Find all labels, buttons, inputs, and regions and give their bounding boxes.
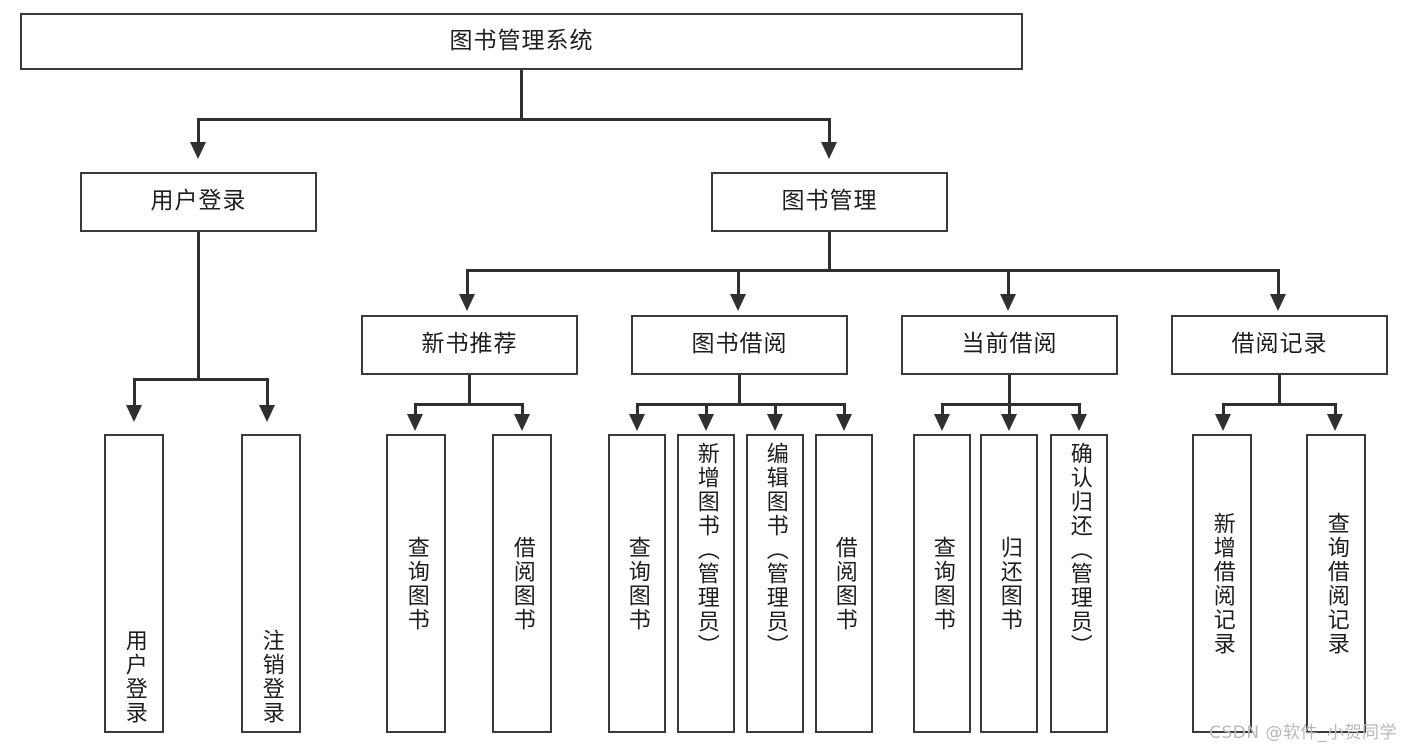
leaf-query-book-2[interactable]: 查询图书 <box>608 434 666 733</box>
connector-drop-leaf-add-book <box>705 403 708 419</box>
node-label: 确认归还（管理员） <box>1066 442 1092 658</box>
node-label: 借阅图书 <box>509 535 535 632</box>
connector-drop-leaf-query-book-3 <box>941 403 944 419</box>
connector-drop-leaf-borrow-book-2 <box>843 403 846 419</box>
node-current-borrow[interactable]: 当前借阅 <box>901 315 1118 375</box>
arrowhead-leaf-logout <box>259 405 275 422</box>
arrowhead-leaf-return-book <box>1001 414 1017 431</box>
arrowhead-leaf-add-record <box>1215 414 1231 431</box>
node-book-borrow[interactable]: 图书借阅 <box>631 315 848 375</box>
arrowhead-leaf-query-record <box>1327 414 1343 431</box>
node-label: 查询图书 <box>929 535 955 632</box>
arrowhead-leaf-edit-book <box>767 414 783 431</box>
connector-borrow-record-leaf-bus <box>1222 403 1337 406</box>
connector-level3-bus <box>466 269 1278 272</box>
node-borrow-record[interactable]: 借阅记录 <box>1171 315 1388 375</box>
leaf-add-record[interactable]: 新增借阅记录 <box>1192 434 1252 733</box>
node-label: 图书借阅 <box>691 331 788 358</box>
node-label: 新增图书（管理员） <box>693 442 719 658</box>
connector-drop-leaf-query-record <box>1334 403 1337 419</box>
leaf-query-record[interactable]: 查询借阅记录 <box>1306 434 1366 733</box>
arrowhead-leaf-query-book-2 <box>629 414 645 431</box>
connector-level2-bus <box>197 118 831 121</box>
leaf-query-book-1[interactable]: 查询图书 <box>386 434 446 733</box>
leaf-add-book[interactable]: 新增图书（管理员） <box>677 434 735 733</box>
leaf-logout[interactable]: 注销登录 <box>241 434 301 733</box>
arrowhead-new-book-recommend <box>459 294 475 311</box>
arrowhead-book-management <box>821 142 837 159</box>
arrowhead-leaf-query-book-1 <box>407 414 423 431</box>
node-label: 当前借阅 <box>961 331 1058 358</box>
leaf-return-book[interactable]: 归还图书 <box>980 434 1038 733</box>
arrowhead-current-borrow <box>1000 294 1016 311</box>
connector-new-book-recommend-stem <box>468 375 471 405</box>
connector-drop-leaf-logout <box>266 378 269 408</box>
connector-drop-leaf-confirm-return <box>1078 403 1081 419</box>
connector-book-management-stem <box>828 232 831 272</box>
arrowhead-leaf-query-book-3 <box>934 414 950 431</box>
connector-drop-current-borrow <box>1007 269 1010 297</box>
connector-current-borrow-stem <box>1008 375 1011 405</box>
connector-drop-leaf-user-login <box>133 378 136 408</box>
node-label: 归还图书 <box>996 535 1022 632</box>
connector-drop-book-borrow <box>737 269 740 297</box>
node-new-book-recommend[interactable]: 新书推荐 <box>361 315 578 375</box>
node-label: 编辑图书（管理员） <box>762 442 788 658</box>
node-user-login[interactable]: 用户登录 <box>80 172 317 232</box>
connector-drop-user-login <box>197 118 200 145</box>
connector-user-login-leaf-bus <box>133 378 269 381</box>
connector-drop-leaf-add-record <box>1222 403 1225 419</box>
node-root-system[interactable]: 图书管理系统 <box>20 13 1023 70</box>
arrowhead-user-login <box>190 142 206 159</box>
node-label: 新书推荐 <box>421 331 518 358</box>
node-label: 借阅图书 <box>831 535 857 632</box>
connector-root-stem <box>520 70 523 118</box>
connector-drop-leaf-edit-book <box>774 403 777 419</box>
leaf-edit-book[interactable]: 编辑图书（管理员） <box>746 434 804 733</box>
leaf-borrow-book-1[interactable]: 借阅图书 <box>492 434 552 733</box>
node-label: 图书管理系统 <box>449 27 594 54</box>
connector-drop-borrow-record <box>1277 269 1280 297</box>
leaf-query-book-3[interactable]: 查询图书 <box>913 434 971 733</box>
connector-drop-new-book-recommend <box>466 269 469 297</box>
arrowhead-leaf-borrow-book-2 <box>836 414 852 431</box>
arrowhead-borrow-record <box>1270 294 1286 311</box>
leaf-user-login[interactable]: 用户登录 <box>104 434 164 733</box>
connector-drop-book-management <box>828 118 831 145</box>
node-label: 查询图书 <box>624 535 650 632</box>
node-label: 图书管理 <box>781 188 878 215</box>
node-label: 用户登录 <box>150 188 247 215</box>
leaf-borrow-book-2[interactable]: 借阅图书 <box>815 434 873 733</box>
csdn-watermark: CSDN @软件_小贺同学 <box>1209 723 1397 743</box>
node-label: 用户登录 <box>121 629 147 725</box>
connector-drop-leaf-return-book <box>1008 403 1011 419</box>
arrowhead-book-borrow <box>730 294 746 311</box>
node-label: 借阅记录 <box>1231 331 1328 358</box>
node-label: 查询借阅记录 <box>1323 511 1349 656</box>
connector-new-book-recommend-leaf-bus <box>414 403 524 406</box>
connector-book-borrow-stem <box>738 375 741 405</box>
arrowhead-leaf-add-book <box>698 414 714 431</box>
arrowhead-leaf-confirm-return <box>1071 414 1087 431</box>
node-label: 注销登录 <box>258 629 284 725</box>
connector-book-borrow-leaf-bus <box>636 403 846 406</box>
connector-drop-leaf-query-book-2 <box>636 403 639 419</box>
connector-drop-leaf-query-book-1 <box>414 403 417 419</box>
connector-borrow-record-stem <box>1278 375 1281 405</box>
arrowhead-leaf-borrow-book-1 <box>514 414 530 431</box>
arrowhead-leaf-user-login <box>126 405 142 422</box>
node-label: 新增借阅记录 <box>1209 511 1235 656</box>
connector-user-login-stem <box>197 232 200 378</box>
connector-current-borrow-leaf-bus <box>941 403 1081 406</box>
node-label: 查询图书 <box>403 535 429 632</box>
connector-drop-leaf-borrow-book-1 <box>521 403 524 419</box>
node-book-management[interactable]: 图书管理 <box>711 172 948 232</box>
leaf-confirm-return[interactable]: 确认归还（管理员） <box>1050 434 1108 733</box>
